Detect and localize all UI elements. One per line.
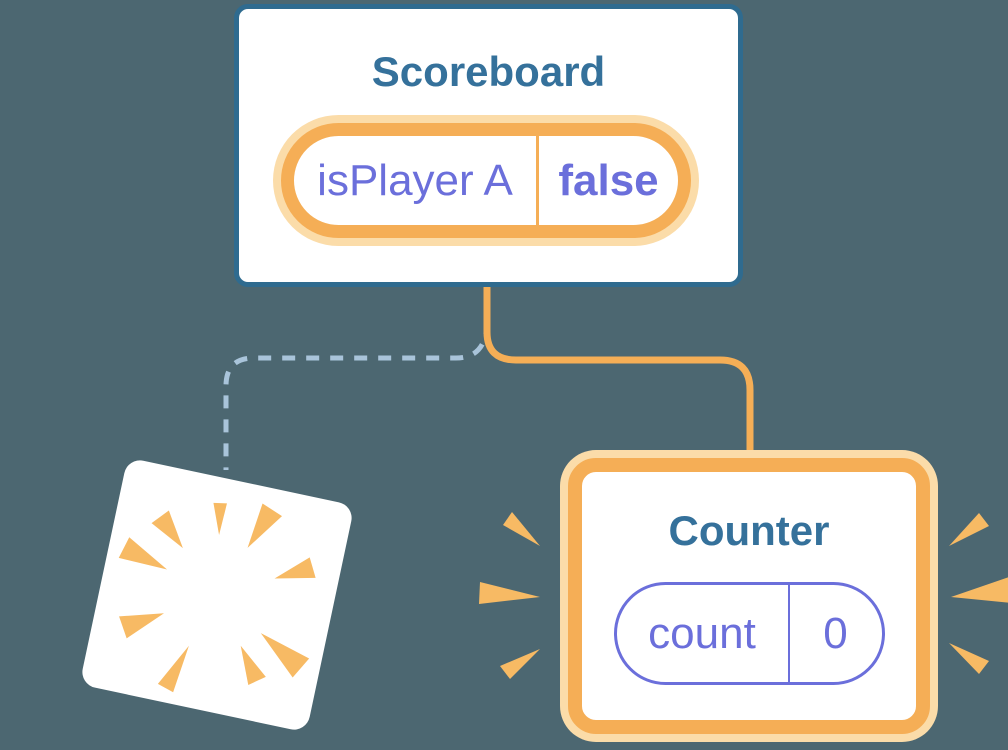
counter-title: Counter	[668, 507, 830, 554]
state-value-label: false	[558, 155, 659, 205]
pill-divider	[787, 585, 790, 682]
destroyed-component-card	[79, 457, 355, 733]
poof-burst-icon	[118, 502, 316, 693]
state-value-label: 0	[823, 608, 848, 658]
pill-divider	[536, 136, 539, 225]
counter-state-pill: count 0	[613, 582, 885, 685]
state-name-label: count	[648, 608, 756, 658]
dashed-connector	[223, 320, 490, 470]
scoreboard-title: Scoreboard	[371, 48, 606, 95]
state-name-label: isPlayer A	[317, 155, 513, 205]
scoreboard-card: Scoreboard isPlayer A false	[234, 4, 743, 287]
emphasis-rays-icon	[479, 512, 1008, 679]
solid-connector	[483, 287, 754, 454]
scoreboard-state-pill: isPlayer A false	[281, 123, 691, 238]
counter-card: Counter count 0	[568, 458, 930, 734]
